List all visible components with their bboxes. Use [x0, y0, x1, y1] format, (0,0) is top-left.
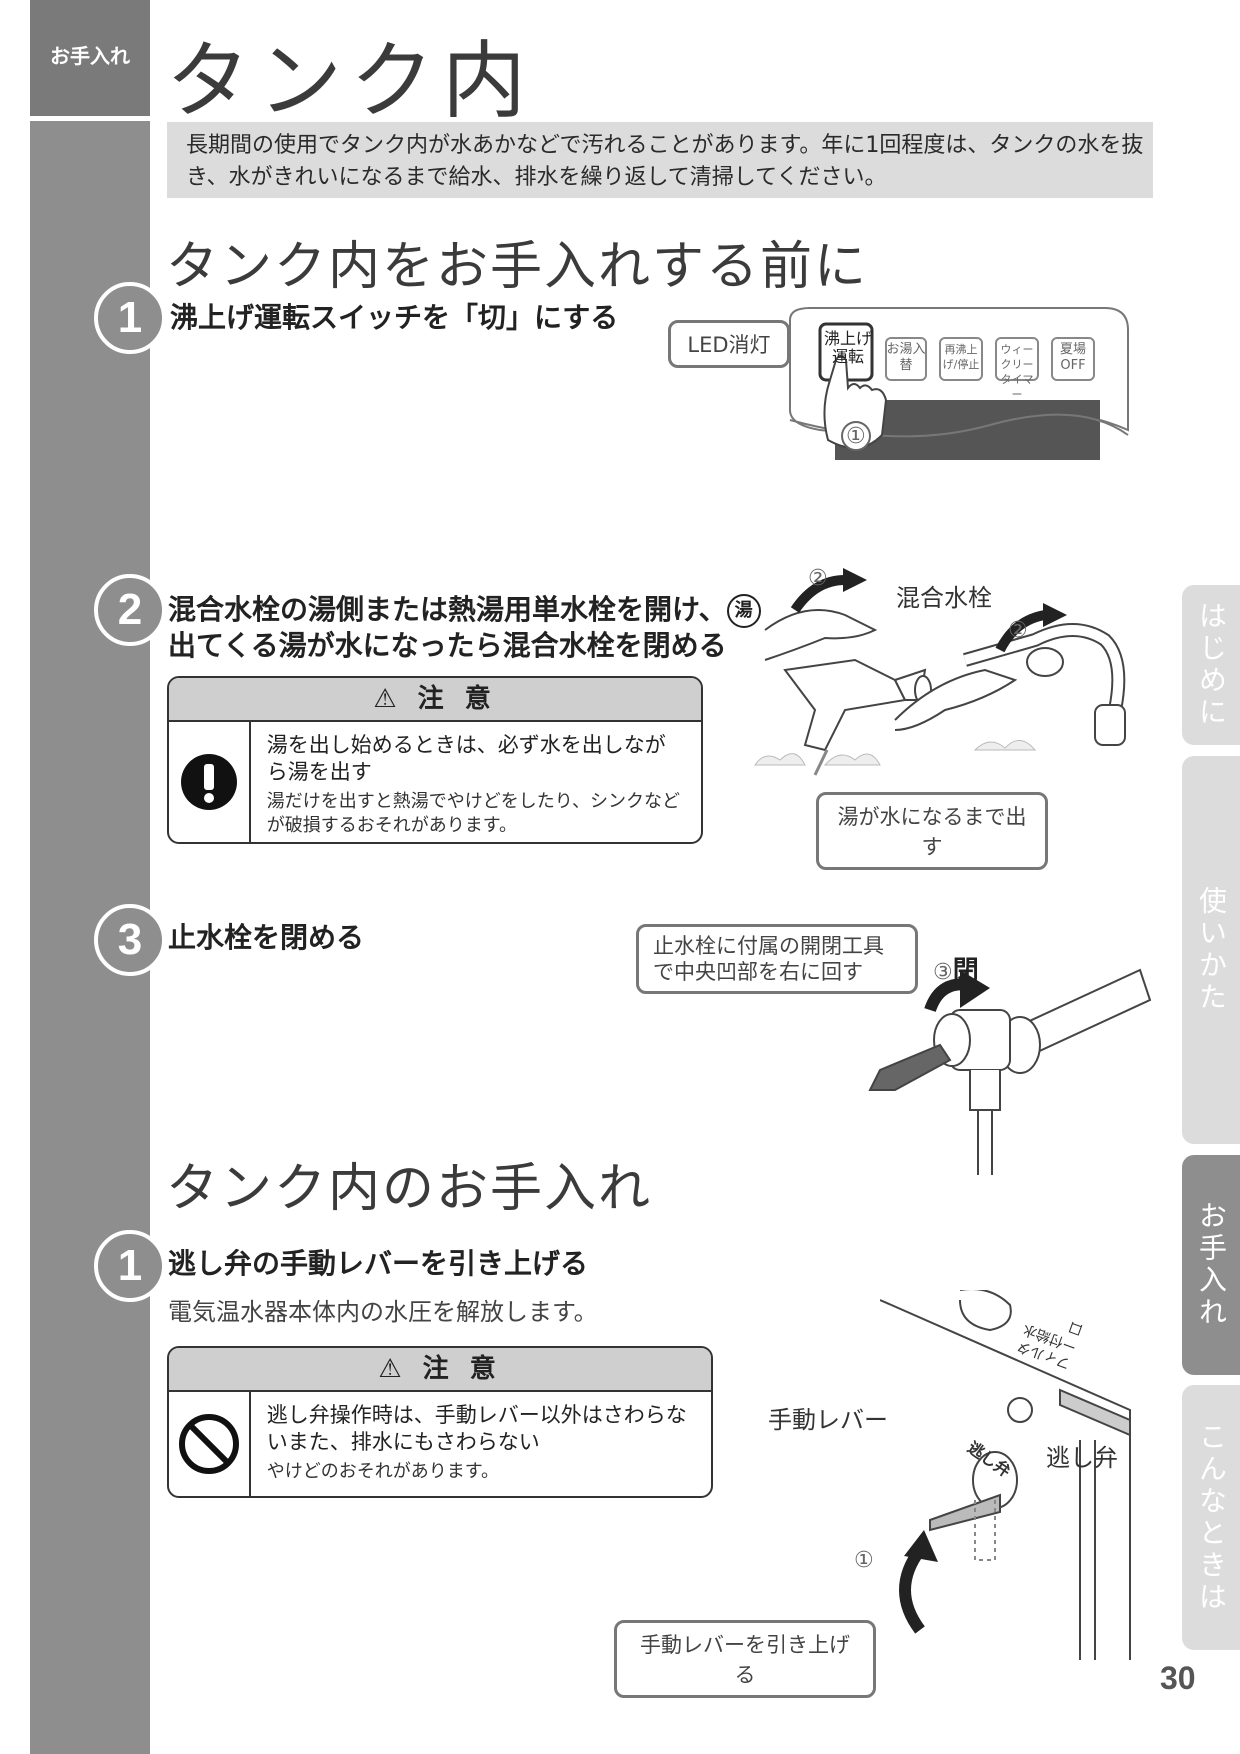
- section2-step1-title: 逃し弁の手動レバーを引き上げる: [168, 1247, 589, 1280]
- relief-valve-label: 逃し弁: [1046, 1444, 1118, 1472]
- caution-box-hot-water: ⚠ 注 意 湯を出し始めるときは、必ず水を出しながら湯を出す 湯だけを出すと熱湯…: [167, 676, 703, 844]
- left-sidebar-bar: [30, 0, 150, 1754]
- run-until-cold-callout: 湯が水になるまで出す: [816, 792, 1048, 870]
- mixing-faucet-label: 混合水栓: [896, 584, 992, 612]
- remote-button-boil: 沸上げ運転: [823, 329, 872, 366]
- pull-lever-callout: 手動レバーを引き上げる: [614, 1620, 876, 1698]
- caution-main-text: 湯を出し始めるときは、必ず水を出しながら湯を出す: [266, 733, 666, 784]
- caution-header-2: ⚠ 注 意: [169, 1348, 711, 1392]
- section2-step-number-1: 1: [94, 1230, 166, 1302]
- section1-heading: タンク内をお手入れする前に: [166, 237, 869, 297]
- caution-header: ⚠ 注 意: [169, 678, 701, 722]
- step2-title-line2: 出てくる湯が水になったら混合水栓を閉める: [168, 629, 727, 662]
- led-off-callout: LED消灯: [668, 320, 790, 368]
- remote-panel-illustration: [789, 307, 1129, 460]
- step2-title-text: 混合水栓の湯側または熱湯用単水栓を開け、: [168, 593, 727, 626]
- caution-note-text: 湯だけを出すと熱湯でやけどをしたり、シンクなどが破損するおそれがあります。: [266, 791, 681, 836]
- faucet-illustration: [754, 568, 1126, 776]
- side-tab-troubleshooting[interactable]: こんなときは: [1182, 1385, 1240, 1650]
- intro-box: [167, 122, 1153, 198]
- manual-lever-label: 手動レバー: [768, 1406, 888, 1434]
- mandatory-action-icon: [169, 722, 251, 842]
- caution-box-relief-valve: ⚠ 注 意 逃し弁操作時は、手動レバー以外はさわらないまた、排水にもさわらない …: [167, 1346, 713, 1498]
- stop-valve-illustration: [868, 968, 1152, 1175]
- warning-triangle-icon: ⚠: [378, 1354, 408, 1384]
- step3-marker: ③: [933, 960, 953, 985]
- caution-header-label-2: 注 意: [422, 1354, 502, 1384]
- step-number-3: 3: [94, 904, 166, 976]
- header-divider: [30, 116, 150, 121]
- step2-title-line1: 混合水栓の湯側または熱湯用単水栓を開け、湯: [168, 592, 761, 628]
- caution-note-text-2: やけどのおそれがあります。: [266, 1461, 499, 1482]
- step2-marker-mixing: ②: [808, 566, 828, 591]
- side-tab-introduction[interactable]: はじめに: [1182, 585, 1240, 745]
- remote-button-summer-off: 夏場OFF: [1059, 342, 1086, 373]
- relief-valve-illustration: [880, 1290, 1131, 1660]
- step3-title: 止水栓を閉める: [168, 921, 365, 954]
- close-label: 閉: [952, 956, 979, 986]
- hot-water-mark-icon: 湯: [726, 594, 761, 628]
- section-tag: お手入れ: [50, 44, 130, 68]
- step1-title: 沸上げ運転スイッチを「切」にする: [170, 301, 619, 334]
- step-number-1: 1: [94, 282, 166, 354]
- remote-button-reboil: 再沸上げ/停止: [942, 343, 980, 371]
- side-tab-maintenance[interactable]: お手入れ: [1182, 1155, 1240, 1375]
- header-tag-block: [30, 0, 150, 116]
- section2-step1-subtitle: 電気温水器本体内の水圧を解放します。: [168, 1298, 598, 1326]
- intro-text: 長期間の使用でタンク内が水あかなどで汚れることがあります。年に1回程度は、タンク…: [186, 133, 1144, 190]
- step-connector-dots: [117, 960, 123, 1220]
- page-number: 30: [1160, 1660, 1196, 1696]
- remote-button-weekly-timer: ウィークリータイマー: [1000, 343, 1034, 401]
- step1-marker: ①: [846, 424, 866, 449]
- step-number-2: 2: [94, 574, 166, 646]
- caution-header-label: 注 意: [417, 684, 497, 714]
- caution-main-text-2: 逃し弁操作時は、手動レバー以外はさわらないまた、排水にもさわらない: [266, 1403, 687, 1454]
- remote-button-hot-swap: お湯入替: [886, 342, 926, 373]
- side-tab-usage[interactable]: 使いかた: [1182, 756, 1240, 1144]
- close-marker: ③閉: [933, 950, 979, 987]
- warning-triangle-icon: ⚠: [373, 684, 403, 714]
- section2-heading: タンク内のお手入れ: [166, 1159, 653, 1219]
- step2-marker-single: ②: [1008, 618, 1028, 643]
- prohibited-icon: [169, 1392, 251, 1496]
- section2-step1-marker: ①: [854, 1548, 874, 1573]
- stop-valve-callout: 止水栓に付属の開閉工具で中央凹部を右に回す: [636, 924, 918, 994]
- page-title: タンク内: [166, 32, 535, 130]
